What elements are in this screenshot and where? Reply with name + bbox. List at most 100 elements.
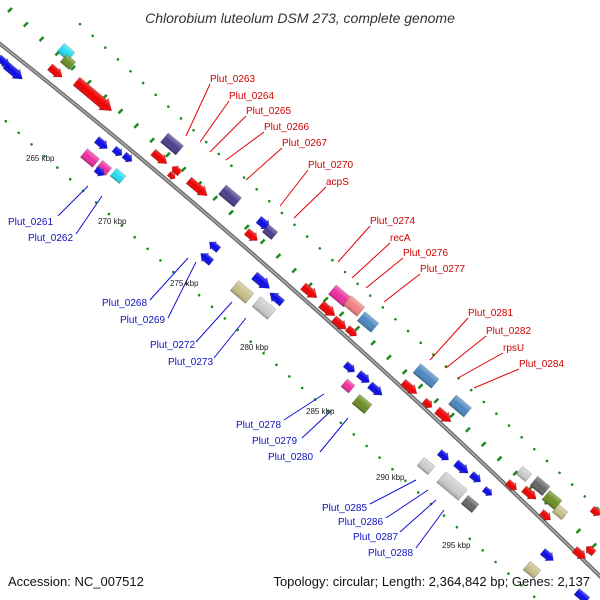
gene-feature[interactable] <box>366 381 385 400</box>
gene-feature[interactable] <box>520 485 539 504</box>
tick-dot <box>179 117 183 120</box>
gene-feature[interactable] <box>197 249 215 266</box>
gene-feature[interactable] <box>330 315 349 334</box>
gene-label-plut-0264[interactable]: Plut_0264 <box>229 91 274 102</box>
gene-feature[interactable] <box>340 378 356 394</box>
gene-label-reca[interactable]: recA <box>390 233 411 244</box>
gene-feature[interactable] <box>481 485 494 498</box>
gene-label-plut-0286[interactable]: Plut_0286 <box>338 517 383 528</box>
gene-feature[interactable] <box>421 397 435 411</box>
gene-label-plut-0281[interactable]: Plut_0281 <box>468 308 513 319</box>
gene-label-plut-0277[interactable]: Plut_0277 <box>420 264 465 275</box>
gene-feature[interactable] <box>0 54 13 71</box>
gene-label-plut-0282[interactable]: Plut_0282 <box>486 326 531 337</box>
gene-feature[interactable] <box>109 167 127 185</box>
gene-label-plut-0268[interactable]: Plut_0268 <box>102 298 147 309</box>
gene-label-plut-0284[interactable]: Plut_0284 <box>519 359 564 370</box>
gene-feature[interactable] <box>46 63 65 82</box>
gene-feature[interactable] <box>344 324 360 339</box>
gene-feature[interactable] <box>529 475 551 497</box>
gene-feature[interactable] <box>416 456 436 476</box>
gene-feature[interactable] <box>448 394 472 418</box>
gene-label-plut-0267[interactable]: Plut_0267 <box>282 138 327 149</box>
tick-dot <box>217 152 221 156</box>
tick-mark <box>386 354 392 361</box>
gene-feature[interactable] <box>342 360 358 375</box>
gene-feature[interactable] <box>169 163 183 177</box>
gene-feature[interactable] <box>93 165 107 179</box>
tick-dot <box>394 317 397 321</box>
gene-feature[interactable] <box>328 284 352 308</box>
gene-feature[interactable] <box>93 135 111 152</box>
gene-label-plut-0288[interactable]: Plut_0288 <box>368 548 413 559</box>
gene-label-plut-0261[interactable]: Plut_0261 <box>8 217 53 228</box>
gene-feature[interactable] <box>206 238 222 253</box>
gene-feature[interactable] <box>539 547 557 564</box>
gene-feature[interactable] <box>538 508 554 523</box>
gene-feature[interactable] <box>583 543 597 557</box>
gene-label-plut-0276[interactable]: Plut_0276 <box>403 248 448 259</box>
gene-feature[interactable] <box>185 176 211 201</box>
gene-feature[interactable] <box>342 295 366 317</box>
gene-feature[interactable] <box>515 465 533 483</box>
gene-label-plut-0287[interactable]: Plut_0287 <box>353 532 398 543</box>
leader-line <box>149 257 189 301</box>
gene-label-plut-0263[interactable]: Plut_0263 <box>210 74 255 85</box>
gene-feature[interactable] <box>573 588 591 600</box>
gene-feature[interactable] <box>356 311 380 333</box>
gene-feature[interactable] <box>121 151 135 165</box>
gene-label-plut-0272[interactable]: Plut_0272 <box>150 340 195 351</box>
gene-feature[interactable] <box>433 406 455 427</box>
tick-dot <box>343 270 347 274</box>
gene-feature[interactable] <box>250 271 274 294</box>
gene-label-plut-0278[interactable]: Plut_0278 <box>236 420 281 431</box>
gene-feature[interactable] <box>468 470 484 485</box>
gene-label-plut-0262[interactable]: Plut_0262 <box>28 233 73 244</box>
gene-feature[interactable] <box>400 378 421 398</box>
gene-feature[interactable] <box>229 280 255 304</box>
gene-label-acps[interactable]: acpS <box>326 177 349 188</box>
gene-label-plut-0279[interactable]: Plut_0279 <box>252 436 297 447</box>
gene-feature[interactable] <box>436 471 468 501</box>
gene-feature[interactable] <box>412 363 440 389</box>
tick-mark <box>165 151 171 158</box>
gene-label-rpsu[interactable]: rpsU <box>503 343 524 354</box>
gene-label-plut-0285[interactable]: Plut_0285 <box>322 503 367 514</box>
gene-feature[interactable] <box>355 369 373 386</box>
gene-label-plut-0274[interactable]: Plut_0274 <box>370 216 415 227</box>
gene-feature[interactable] <box>150 148 171 168</box>
gene-feature[interactable] <box>251 296 277 320</box>
gene-feature[interactable] <box>266 289 286 308</box>
gene-feature[interactable] <box>551 503 569 521</box>
gene-label-plut-0273[interactable]: Plut_0273 <box>168 357 213 368</box>
tick-dot <box>159 259 162 262</box>
accession-text: Accession: NC_007512 <box>8 574 144 589</box>
gene-label-plut-0266[interactable]: Plut_0266 <box>264 122 309 133</box>
gene-feature[interactable] <box>436 448 452 463</box>
gene-feature[interactable] <box>504 478 520 493</box>
gene-feature[interactable] <box>299 282 321 303</box>
gene-feature[interactable] <box>160 132 184 156</box>
tick-dot <box>406 329 410 333</box>
gene-label-plut-0265[interactable]: Plut_0265 <box>246 106 291 117</box>
gene-label-plut-0269[interactable]: Plut_0269 <box>120 315 165 326</box>
tick-dot <box>352 433 356 436</box>
gene-feature[interactable] <box>452 459 471 478</box>
gene-feature[interactable] <box>460 494 480 514</box>
gene-feature[interactable] <box>243 227 261 244</box>
gene-feature[interactable] <box>111 145 125 159</box>
gene-label-plut-0270[interactable]: Plut_0270 <box>308 160 353 171</box>
gene-feature[interactable] <box>59 53 77 71</box>
gene-feature[interactable] <box>166 170 177 181</box>
gene-feature[interactable] <box>95 159 113 177</box>
gene-feature[interactable] <box>589 505 600 519</box>
gene-feature[interactable] <box>317 300 339 321</box>
gene-feature[interactable] <box>351 393 373 415</box>
gene-feature[interactable] <box>218 184 242 208</box>
gene-feature[interactable] <box>261 223 279 241</box>
gene-label-plut-0280[interactable]: Plut_0280 <box>268 452 313 463</box>
gene-feature[interactable] <box>79 148 101 168</box>
gene-feature[interactable] <box>522 560 542 580</box>
gene-feature[interactable] <box>571 545 589 562</box>
gene-feature[interactable] <box>72 75 117 116</box>
